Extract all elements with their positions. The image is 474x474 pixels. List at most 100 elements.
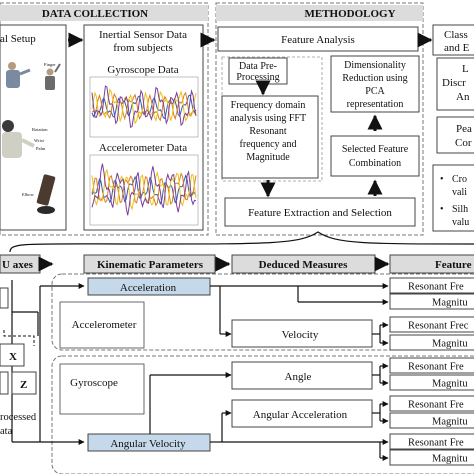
lda-label-3: An <box>456 91 470 103</box>
classification-heading-box <box>432 24 474 56</box>
pearson-box <box>436 116 474 154</box>
gyro-signal-chart <box>89 76 199 138</box>
kinematic-heading-box <box>83 254 216 274</box>
kinematic-section: U axes Kinematic Parameters Deduced Meas… <box>0 254 474 474</box>
data-collection-heading: DATA COLLECTION <box>42 8 148 20</box>
brace-connector <box>9 231 474 253</box>
dim-label-1: Dimensionality <box>344 60 406 71</box>
methodology-panel: METHODOLOGY Feature Analysis Data Pre- P… <box>215 2 424 236</box>
validation-label-1a: Cro <box>452 174 467 185</box>
validation-label-2a: Silh <box>452 204 468 215</box>
fft-label-2: analysis using FFT <box>230 113 306 124</box>
selected-feature-box <box>330 135 420 177</box>
lda-label-1: L <box>462 63 469 75</box>
fft-label-1: Frequency domain <box>231 100 306 111</box>
data-collection-heading-bar <box>0 5 208 21</box>
signal-trace <box>91 169 197 211</box>
dim-label-4: representation <box>347 99 404 110</box>
methodology-heading-bar <box>216 5 423 21</box>
validation-box <box>432 164 474 232</box>
feature-extraction-label: Feature Extraction and Selection <box>248 207 392 219</box>
feature-magnitude-label: Magnitu <box>432 417 468 428</box>
deduced-heading: Deduced Measures <box>259 259 348 271</box>
dim-label-2: Reduction using <box>342 73 407 84</box>
feature-heading: Feature <box>435 259 472 271</box>
axis-x-box <box>0 343 25 367</box>
preprocessing-box <box>228 57 288 85</box>
feature-box <box>389 293 474 310</box>
preprocessing-label-1: Data Pre- <box>239 61 277 72</box>
fft-analysis-box <box>221 95 319 179</box>
imu-axes-heading: U axes <box>2 259 34 271</box>
signal-trace <box>91 163 197 216</box>
fft-label-3: Resonant <box>249 126 286 137</box>
label-finger: Finger <box>44 62 56 67</box>
accel-signal-chart <box>89 154 199 226</box>
svg-text:•: • <box>440 174 444 185</box>
feature-resonant-label: Resonant Fre <box>408 362 464 373</box>
fft-label-4: frequency and <box>240 139 297 150</box>
gyro-chart-title: Gyroscope Data <box>107 64 178 76</box>
svg-text:•: • <box>440 204 444 215</box>
data-collection-panel: DATA COLLECTION al Setup Finger Rotation… <box>0 2 209 236</box>
inertial-label-1: Inertial Sensor Data <box>99 29 187 41</box>
axis-y: Y <box>0 379 8 391</box>
accelerometer-label: Accelerometer <box>72 319 137 331</box>
signal-trace <box>91 85 197 129</box>
feature-box <box>389 374 474 391</box>
validation-label-2b: valu <box>452 217 469 228</box>
axis-z: Z <box>20 379 27 391</box>
processed-label-2: ata <box>0 426 13 437</box>
accel-chart-title: Accelerometer Data <box>99 142 187 154</box>
lda-label-2: Discr <box>442 77 466 89</box>
signal-trace <box>91 94 197 120</box>
classification-panel: Class and E L Discr An Pea Cor • Cro val… <box>432 24 474 232</box>
feature-resonant-label: Resonant Fre <box>408 400 464 411</box>
angular-velocity-label: Angular Velocity <box>110 438 186 450</box>
feature-box <box>389 334 474 351</box>
subject-photos <box>2 62 61 214</box>
fft-label-5: Magnitude <box>246 152 290 163</box>
label-elbow: Elbow <box>22 192 34 197</box>
pearson-label-1: Pea <box>456 123 472 135</box>
classification-heading-2: and E <box>444 42 470 54</box>
preprocessing-label-2: Processing <box>236 72 279 83</box>
feature-resonant-label: Resonant Frec <box>408 321 469 332</box>
feature-analysis-label: Feature Analysis <box>281 34 355 46</box>
feature-magnitude-label: Magnitu <box>432 379 468 390</box>
feature-box <box>389 433 474 450</box>
label-palm: Palm <box>36 146 46 151</box>
feature-heading-box <box>389 254 474 274</box>
lda-box <box>436 57 474 111</box>
setup-label: al Setup <box>0 33 36 45</box>
feature-box <box>389 277 474 294</box>
validation-label-1b: vali <box>452 187 467 198</box>
selected-label-1: Selected Feature <box>342 144 409 155</box>
classification-heading-1: Class <box>444 29 468 41</box>
feature-box <box>389 357 474 374</box>
acceleration-label: Acceleration <box>120 282 177 294</box>
gyroscope-label: Gyroscope <box>70 377 118 389</box>
kinematic-heading: Kinematic Parameters <box>97 259 204 271</box>
pearson-label-2: Cor <box>455 137 472 149</box>
feature-resonant-label: Resonant Fre <box>408 282 464 293</box>
dimensionality-box <box>330 55 420 113</box>
angular-acceleration-label: Angular Acceleration <box>253 409 348 421</box>
feature-box <box>389 412 474 429</box>
feature-resonant-label: Resonant Fre <box>408 438 464 449</box>
axis-y-box <box>0 371 9 395</box>
label-wrist: Wrist <box>34 138 45 143</box>
feature-box <box>389 395 474 412</box>
processed-label-1: rocessed <box>0 412 37 423</box>
selected-label-2: Combination <box>349 158 401 169</box>
label-rotation: Rotation <box>32 127 48 132</box>
feature-magnitude-label: Magnitu <box>432 298 468 309</box>
axis-x: X <box>9 351 17 363</box>
velocity-label: Velocity <box>282 329 319 341</box>
feature-extraction-box <box>224 197 416 227</box>
inertial-label-2: from subjects <box>113 42 173 54</box>
angle-box <box>231 361 373 390</box>
feature-box <box>389 316 474 333</box>
